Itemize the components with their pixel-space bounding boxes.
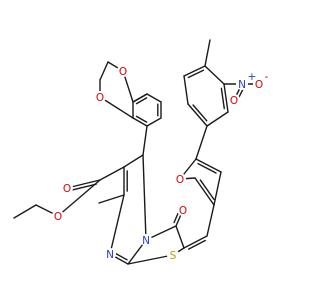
bridgehead-nitrogen: N xyxy=(140,234,152,247)
ester-carbonyl-oxygen: O xyxy=(61,182,73,195)
bond-25 xyxy=(99,166,125,181)
bond-40 xyxy=(194,177,215,206)
bond-34 xyxy=(127,254,174,265)
svg-text:O: O xyxy=(96,92,104,104)
bond-24 xyxy=(98,194,125,204)
dioxole-oxygen-1: O xyxy=(117,65,129,78)
bond-1 xyxy=(146,93,162,103)
nitro-oxygen-anion: O - xyxy=(253,71,269,91)
bond-5 xyxy=(132,117,148,127)
svg-text:S: S xyxy=(170,250,177,262)
bond-8 xyxy=(132,93,148,103)
svg-text:O: O xyxy=(230,95,238,107)
svg-text:N: N xyxy=(106,249,114,261)
molecule-structure: O O N + O O - O O xyxy=(13,39,269,265)
bond-30 xyxy=(13,204,37,219)
bond-6 xyxy=(135,115,148,123)
svg-text:O: O xyxy=(63,183,71,195)
bond-32 xyxy=(175,225,185,249)
bond-47 xyxy=(195,125,208,160)
bond-55 xyxy=(187,103,208,127)
bond-52 xyxy=(183,65,206,77)
bond-39 xyxy=(206,204,215,237)
bond-4 xyxy=(146,117,162,127)
bond-16 xyxy=(123,154,144,168)
svg-text:O: O xyxy=(54,211,62,223)
bond-27 xyxy=(71,183,97,191)
bond-15 xyxy=(142,125,148,156)
bonds xyxy=(13,39,260,265)
nitro-oxygen-double: O xyxy=(228,94,240,107)
bond-56 xyxy=(192,104,208,122)
bond-54 xyxy=(183,75,189,105)
bond-38 xyxy=(188,239,206,250)
bond-49 xyxy=(223,83,229,113)
bond-51 xyxy=(204,65,225,85)
svg-text:N: N xyxy=(238,79,246,91)
bond-21 xyxy=(113,251,128,261)
bond-23 xyxy=(142,154,147,241)
bond-14 xyxy=(99,96,134,119)
bond-37 xyxy=(183,235,208,249)
thiazole-sulfur: S xyxy=(167,249,179,262)
atom-labels: O O N + O O - O O xyxy=(52,65,269,262)
dioxole-oxygen-2: O xyxy=(94,91,106,104)
svg-text:-: - xyxy=(265,71,269,83)
bond-48 xyxy=(206,111,229,127)
ketone-oxygen: O xyxy=(177,204,189,217)
furan-oxygen: O xyxy=(174,173,186,186)
bond-46 xyxy=(213,171,222,206)
svg-text:O: O xyxy=(176,174,184,186)
bond-28 xyxy=(57,179,101,217)
svg-text:O: O xyxy=(179,205,187,217)
nitro-nitrogen: N + xyxy=(236,71,256,91)
bond-44 xyxy=(195,158,222,173)
svg-text:+: + xyxy=(248,71,257,83)
bond-57 xyxy=(204,39,211,67)
svg-text:O: O xyxy=(255,79,263,91)
bond-12 xyxy=(99,61,109,81)
bond-45 xyxy=(197,162,217,174)
bond-9 xyxy=(135,97,148,105)
bond-53 xyxy=(187,69,205,79)
bond-19 xyxy=(109,194,125,255)
ester-oxygen: O xyxy=(52,210,64,223)
bond-50 xyxy=(220,87,225,110)
ring-nitrogen: N xyxy=(104,248,116,261)
bond-41 xyxy=(199,179,215,201)
svg-text:O: O xyxy=(119,66,127,78)
svg-text:N: N xyxy=(142,235,150,247)
